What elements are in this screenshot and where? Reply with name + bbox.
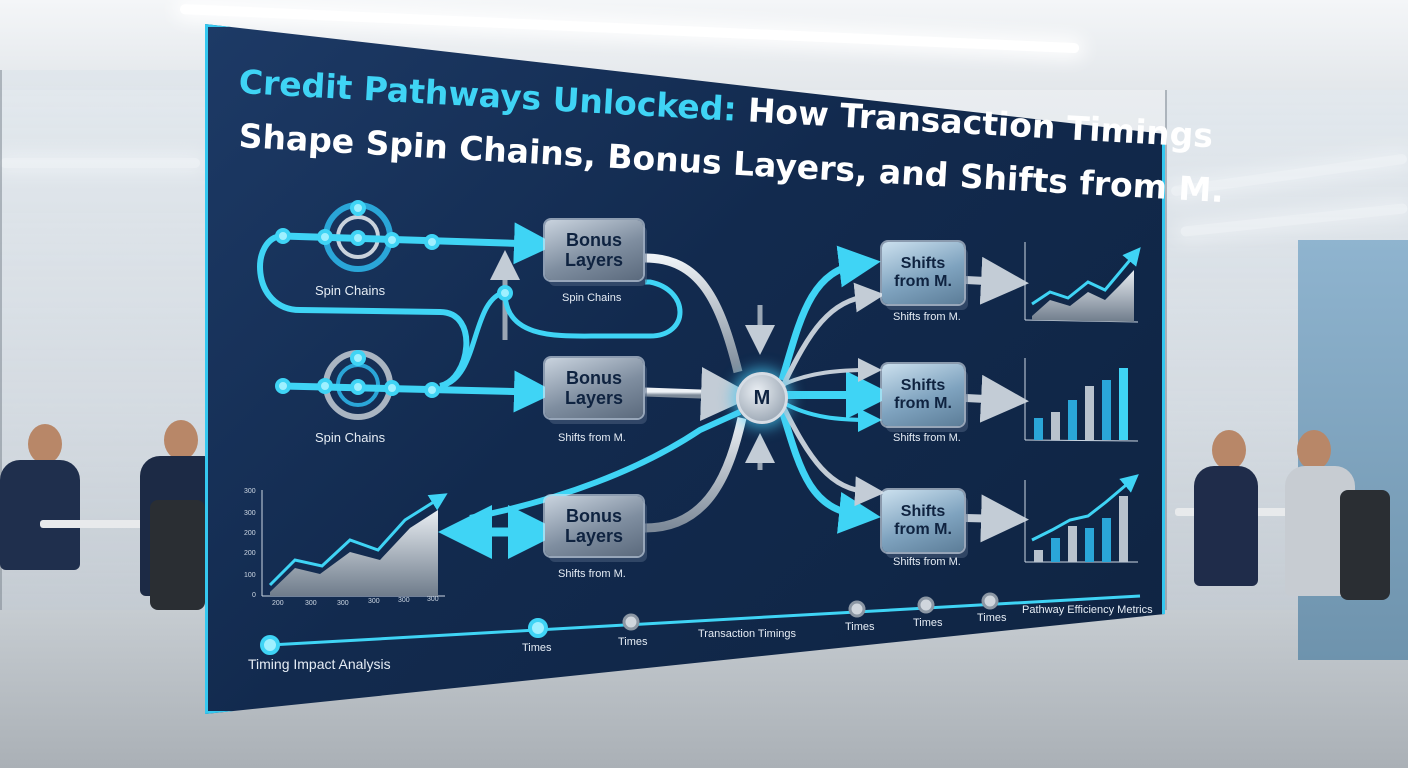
left-chart-x-tick: 300	[305, 600, 317, 607]
spin-chain-label-top: Spin Chains	[315, 283, 385, 298]
timeline-label: Times	[618, 636, 648, 648]
shifts-box-1[interactable]: Shifts from M.	[882, 242, 964, 304]
arrow-to-chart-1	[966, 280, 1005, 282]
left-chart-x-tick: 300	[427, 596, 439, 603]
timeline-label-start: Timing Impact Analysis	[248, 656, 391, 672]
left-chart-x-tick: 200	[272, 600, 284, 607]
arrow-to-chart-2	[966, 398, 1005, 400]
bonus-layers-box-1[interactable]: Bonus Layers	[545, 220, 643, 280]
spin-chain-label-bottom: Spin Chains	[315, 430, 385, 445]
left-chart-y-tick: 100	[244, 572, 256, 579]
left-chart-y-tick: 200	[244, 530, 256, 537]
timeline-label: Transaction Timings	[698, 628, 796, 640]
shift-caption-1: Shifts from M.	[893, 311, 961, 323]
flow-mid-to-hub	[645, 392, 728, 395]
shift-caption-3: Shifts from M.	[893, 556, 961, 568]
hub-out-mid-low	[782, 402, 870, 420]
arrow-to-chart-3	[966, 518, 1005, 519]
bonus-layers-box-3[interactable]: Bonus Layers	[545, 496, 643, 556]
bonus-caption-3: Shifts from M.	[558, 568, 626, 580]
bonus-layers-box-2[interactable]: Bonus Layers	[545, 358, 643, 418]
left-chart-x-tick: 300	[337, 600, 349, 607]
flow-upper-loop	[505, 282, 680, 336]
shift-caption-2: Shifts from M.	[893, 432, 961, 444]
left-chart-y-tick: 0	[252, 592, 256, 599]
shifts-box-2[interactable]: Shifts from M.	[882, 364, 964, 426]
hub-out-mid-silver	[782, 370, 870, 385]
node-dots	[277, 202, 511, 396]
left-area-chart	[262, 490, 445, 596]
flow-riser	[440, 292, 505, 386]
bonus-caption-1: Spin Chains	[562, 292, 621, 304]
right-area-chart	[1025, 242, 1138, 322]
timeline-label-end: Pathway Efficiency Metrics	[1022, 604, 1153, 616]
left-chart-y-tick: 200	[244, 550, 256, 557]
timeline	[262, 594, 1140, 653]
left-chart-x-tick: 300	[398, 597, 410, 604]
right-bar-chart-2	[1025, 480, 1138, 562]
timeline-label: Times	[913, 617, 943, 629]
flow-top-to-hub	[645, 258, 738, 372]
right-bar-chart-1	[1025, 358, 1138, 441]
left-chart-y-tick: 300	[244, 488, 256, 495]
left-chart-y-tick: 300	[244, 510, 256, 517]
hub-m[interactable]: M	[736, 372, 788, 424]
shifts-box-3[interactable]: Shifts from M.	[882, 490, 964, 552]
bonus-caption-2: Shifts from M.	[558, 432, 626, 444]
timeline-label: Times	[845, 621, 875, 633]
timeline-label: Times	[522, 642, 552, 654]
timeline-label: Times	[977, 612, 1007, 624]
left-chart-x-tick: 300	[368, 598, 380, 605]
